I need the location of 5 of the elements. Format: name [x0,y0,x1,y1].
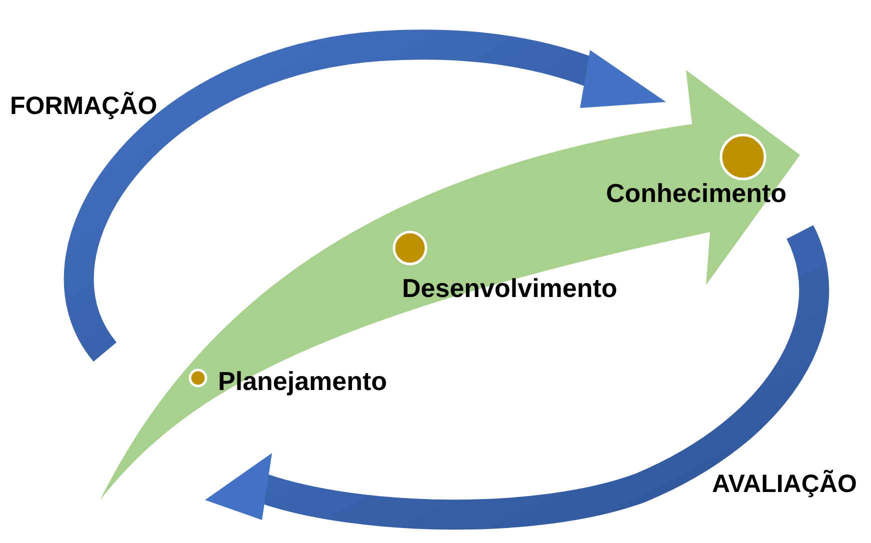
stage-label: Conhecimento [606,178,787,209]
stage-label: Desenvolvimento [402,273,618,304]
cycle-label: AVALIAÇÃO [712,470,857,499]
cycle-label: FORMAÇÃO [10,92,158,121]
stage-label: Planejamento [218,366,388,397]
